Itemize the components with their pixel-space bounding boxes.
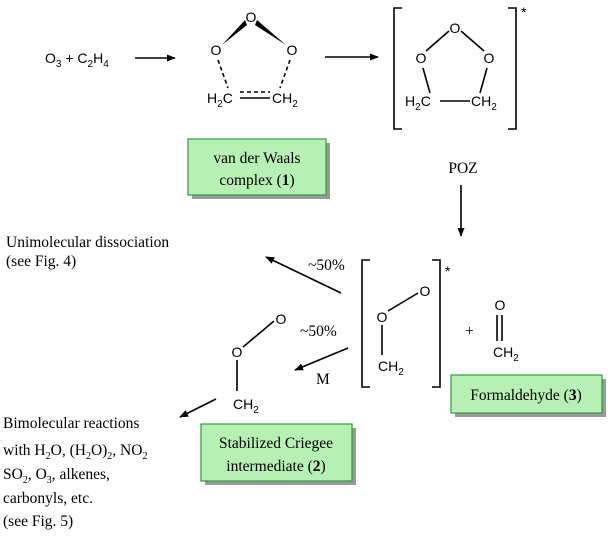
poz-atom-o-right: O [484,50,495,66]
arrow-to-unimolecular [265,256,342,294]
poz-ch2-label: CH2 [471,93,497,113]
poz-structure: * O O O H2C CH2 [393,4,527,130]
formaldehyde-label: Formaldehyde (3) [470,387,582,404]
criegee-ch2-label: CH2 [378,358,404,378]
bimolecular-line1: Bimolecular reactions [3,415,139,432]
vdw-label-line1: van der Waals [213,150,300,167]
criegee-bracket-left [361,259,370,388]
poz-star: * [521,4,527,20]
third-body-m: M [316,371,330,388]
unimolecular-line2: (see Fig. 4) [6,253,76,270]
arrow-to-stabilized [294,347,349,371]
pct-upper-label: ~50% [308,257,345,274]
criegee-excited-structure: * O O CH2 [361,259,451,388]
vdw-dashed-bond [279,59,291,89]
criegee-oo-bond [387,292,419,312]
poz-atom-o-top: O [450,20,461,36]
vdw-wedge-bond [222,20,247,45]
poz-atom-o-left: O [416,50,427,66]
formaldehyde-structure: O CH2 [493,297,519,364]
reactants-formula: O3 + C2H4 [45,50,109,70]
vdw-label-line2: complex (1) [219,172,294,189]
poz-bracket-right [508,7,517,130]
bimolecular-line2: with H2O, (H2O)2, NO2 [3,442,147,462]
vdw-atom-o-top: O [246,9,257,25]
vdw-atom-o-right: O [287,42,298,58]
poz-co-bond [479,67,488,94]
poz-bracket-left [393,7,402,130]
poz-label: POZ [448,160,477,177]
poz-oo-bond [460,30,485,52]
vdw-ch2-label: CH2 [272,90,298,110]
stabilized-label-box: Stabilized Criegee intermediate (2) [200,423,356,485]
plus-sign: + [465,323,474,340]
vdw-atom-o-left: O [211,42,222,58]
criegee-star: * [445,263,451,279]
criegee-atom-o-terminal: O [420,283,431,299]
unimolecular-line1: Unimolecular dissociation [6,234,169,251]
stabilized-label-line1: Stabilized Criegee [219,435,333,452]
stabilized-atom-o-central: O [232,344,243,360]
poz-co-bond [422,67,431,94]
vdw-dashed-bond [217,59,229,89]
stabilized-box [200,423,353,482]
formaldehyde-box [450,374,603,414]
bimolecular-line5: (see Fig. 5) [3,513,73,530]
stabilized-ch2-label: CH2 [233,396,259,416]
vdw-label-box: van der Waals complex (1) [187,138,330,199]
vdw-h2c-label: H2C [207,90,233,110]
stabilized-atom-o-terminal: O [276,311,287,327]
stabilized-oo-bond [242,320,275,348]
criegee-atom-o-central: O [377,309,388,325]
criegee-bracket-right [432,259,441,388]
bimolecular-line4: carbonyls, etc. [3,490,93,507]
pct-lower-label: ~50% [300,323,337,340]
poz-oo-bond [425,30,450,52]
formaldehyde-atom-o: O [495,297,506,313]
bimolecular-line3: SO2, O3, alkenes, [3,466,110,486]
vdw-complex-structure: O O O H2C CH2 [207,9,298,110]
vdw-box [187,138,327,196]
formaldehyde-label-box: Formaldehyde (3) [450,374,606,417]
stabilized-criegee-structure: O O CH2 [232,311,287,416]
stabilized-label-line2: intermediate (2) [226,458,325,475]
arrow-to-bimolecular [179,398,217,418]
bimolecular-text: Bimolecular reactions with H2O, (H2O)2, … [3,415,147,530]
formaldehyde-ch2-label: CH2 [493,344,519,364]
poz-h2c-label: H2C [405,93,431,113]
vdw-wedge-bond [255,20,286,45]
